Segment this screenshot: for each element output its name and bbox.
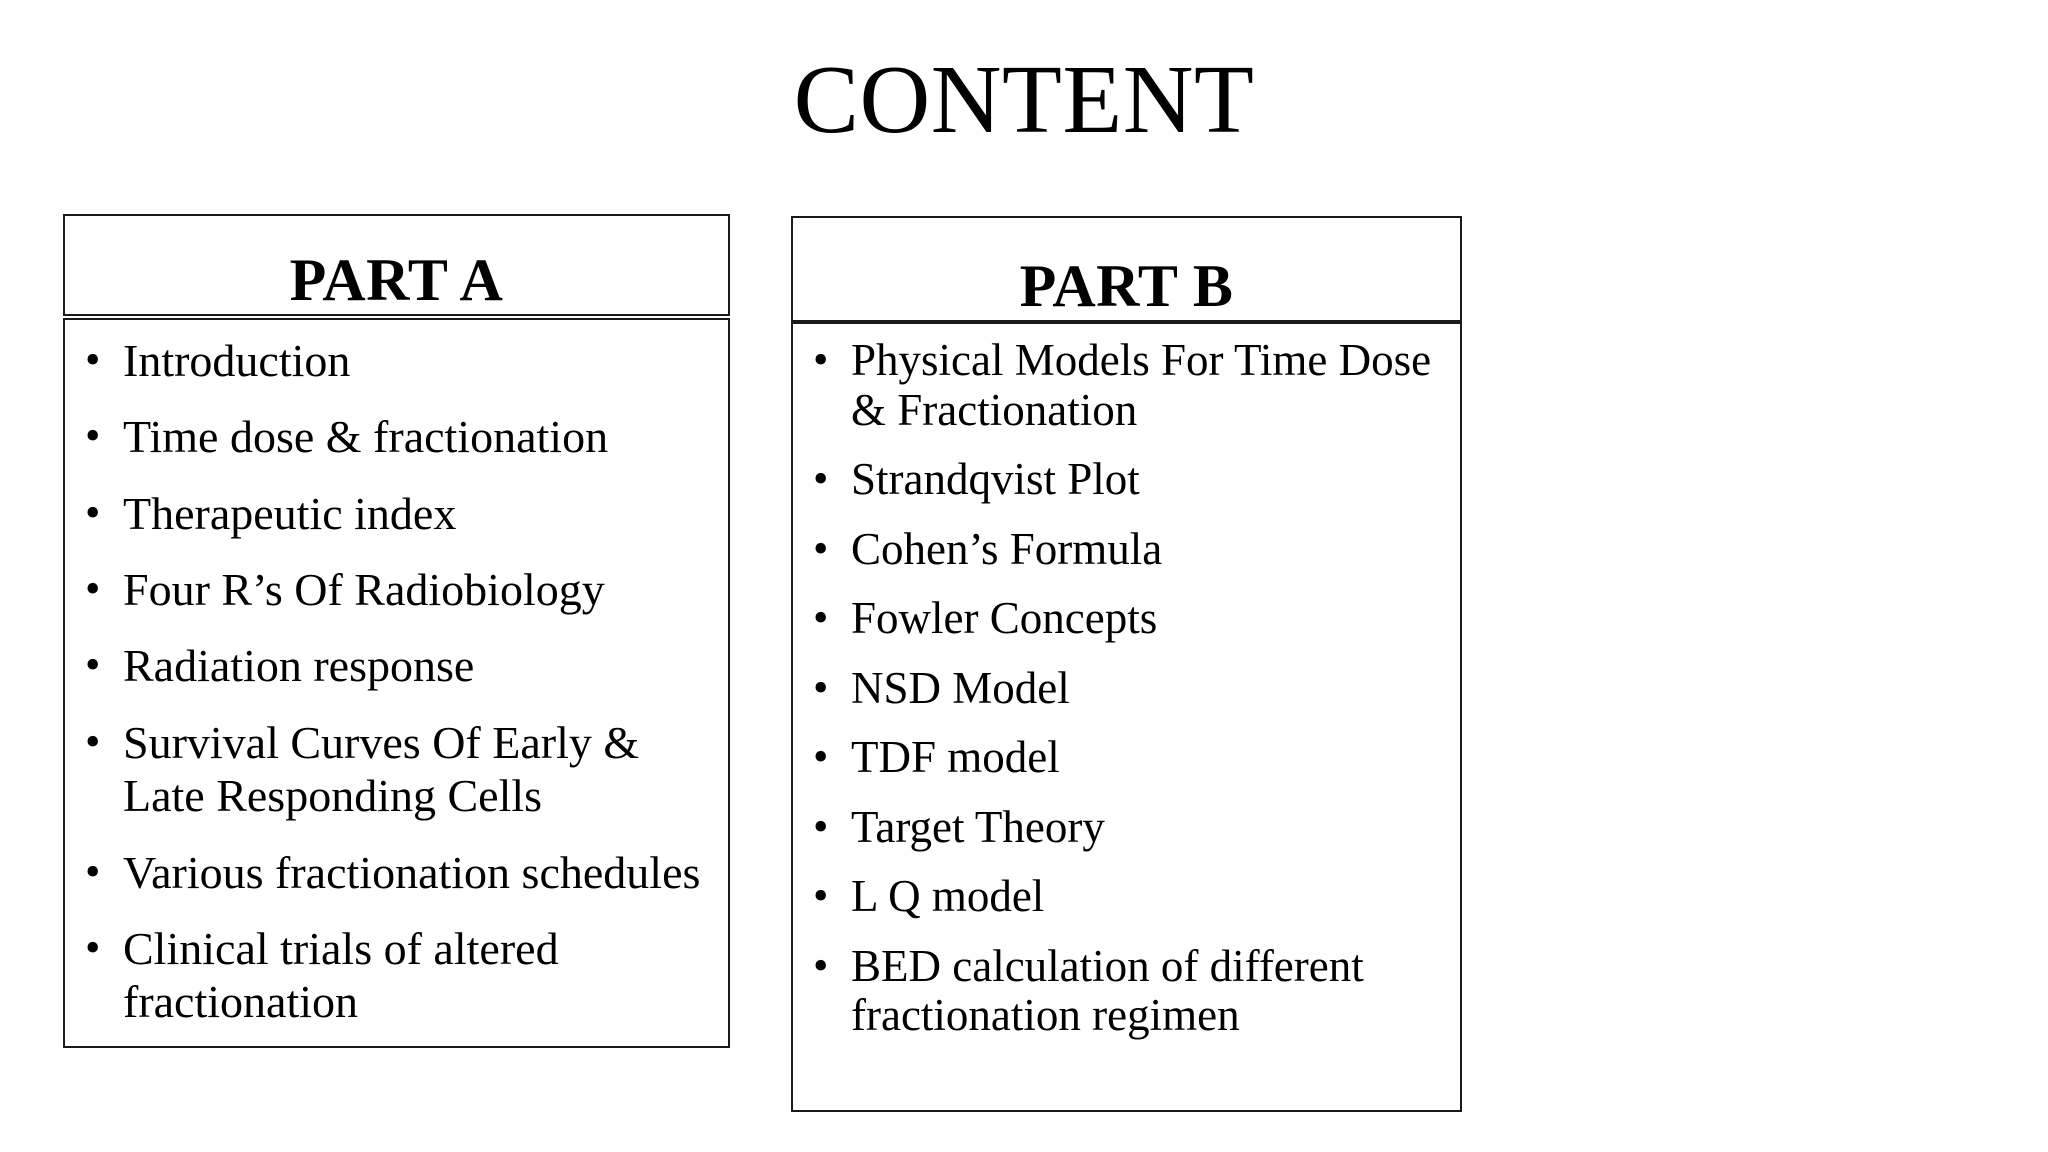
list-item: • Strandqvist Plot <box>803 454 1450 505</box>
list-item-label: Cohen’s Formula <box>851 523 1163 574</box>
content-panel-part-b: PART B • Physical Models For Time Dose & … <box>791 216 1462 1112</box>
list-item-label: Time dose & fractionation <box>123 411 609 463</box>
list-item-label: Introduction <box>123 335 351 386</box>
list-item: • Survival Curves Of Early & Late Respond… <box>75 716 718 823</box>
bullet-point-icon: • <box>85 411 101 461</box>
list-item-label: Physical Models For Time Dose & Fraction… <box>851 335 1432 435</box>
list-item-label: L Q model <box>851 871 1045 921</box>
bullet-point-icon: • <box>813 732 829 781</box>
list-item: • Various fractionation schedules <box>75 846 718 899</box>
list-item: • Introduction <box>75 334 718 387</box>
list-item: • Radiation response <box>75 639 718 692</box>
bullet-point-icon: • <box>85 487 101 537</box>
list-item: • Target Theory <box>803 801 1450 853</box>
bullet-point-icon: • <box>813 523 829 573</box>
content-panel-part-a: PART A • Introduction • Time dose & fractio… <box>63 214 730 1048</box>
panel-header-part-b: PART B <box>791 216 1462 322</box>
list-item: • Therapeutic index <box>75 487 718 540</box>
bullet-point-icon: • <box>85 564 101 614</box>
list-item-label: BED calculation of different fractionati… <box>851 940 1364 1040</box>
bullet-point-icon: • <box>813 454 829 503</box>
list-item-label: Survival Curves Of Early & Late Respondi… <box>123 716 640 822</box>
list-item: • BED calculation of different fractionat… <box>803 940 1450 1041</box>
bullet-point-icon: • <box>813 801 829 851</box>
panel-body-part-a: •Introduction•Time dose & fractionation•… <box>63 318 730 1048</box>
bullet-point-icon: • <box>813 871 829 920</box>
list-item: • Four R’s Of Radiobiology <box>75 563 718 616</box>
page-title: CONTENT <box>793 46 1255 154</box>
panel-header-label: PART A <box>289 247 504 313</box>
bullet-point-icon: • <box>813 940 829 990</box>
list-item-label: Target Theory <box>851 801 1105 852</box>
bullet-point-icon: • <box>85 846 101 896</box>
list-item-label: Strandqvist Plot <box>851 454 1140 504</box>
bullet-point-icon: • <box>85 640 101 690</box>
list-item-label: Fowler Concepts <box>851 593 1158 643</box>
list-item-label: Therapeutic index <box>123 487 457 539</box>
list-item: • Time dose & fractionation <box>75 410 718 463</box>
list-item: • NSD Model <box>803 662 1450 714</box>
list-item-label: Various fractionation schedules <box>123 846 701 898</box>
list-item: • Clinical trials of altered fractionatio… <box>75 922 718 1029</box>
list-item: • Fowler Concepts <box>803 593 1450 644</box>
list-item: • Physical Models For Time Dose & Fractio… <box>803 335 1450 435</box>
list-item-label: TDF model <box>851 732 1060 782</box>
bullet-point-icon: • <box>85 922 101 972</box>
list-item-label: Clinical trials of altered fractionation <box>123 922 559 1028</box>
bullet-point-icon: • <box>813 593 829 642</box>
list-item: • TDF model <box>803 732 1450 783</box>
list-item: • Cohen’s Formula <box>803 523 1450 575</box>
panel-header-part-a: PART A <box>63 214 730 316</box>
panel-body-part-b: • Physical Models For Time Dose & Fractio… <box>791 322 1462 1112</box>
list-item: • L Q model <box>803 871 1450 922</box>
bullet-point-icon: • <box>85 335 101 384</box>
bullet-list-part-a: •Introduction•Time dose & fractionation•… <box>75 334 718 1029</box>
panel-header-label: PART B <box>1019 253 1234 319</box>
list-item-label: NSD Model <box>851 662 1070 713</box>
bullet-list-part-b: • Physical Models For Time Dose & Fractio… <box>803 335 1450 1041</box>
bullet-point-icon: • <box>813 335 829 384</box>
list-item-label: Radiation response <box>123 640 475 692</box>
bullet-point-icon: • <box>85 716 101 766</box>
list-item-label: Four R’s Of Radiobiology <box>123 564 605 616</box>
bullet-point-icon: • <box>813 662 829 712</box>
